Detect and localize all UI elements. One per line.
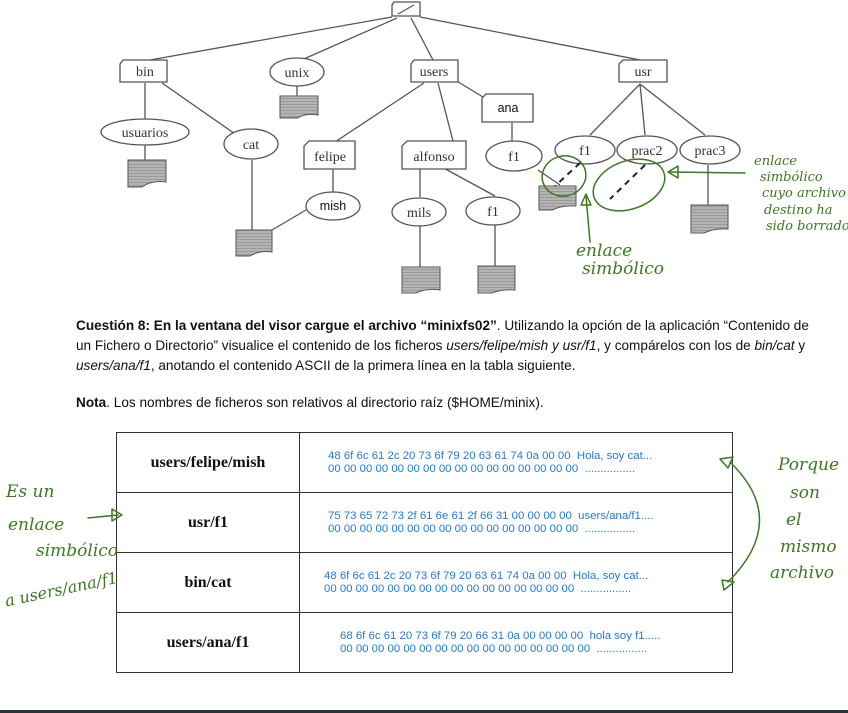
root-directory-node	[391, 1, 421, 17]
filesystem-tree-diagram: bin users usr ana felipe alfonso unix us…	[100, 1, 741, 294]
data-block-usuarios	[127, 159, 167, 188]
svg-text:usr: usr	[634, 65, 651, 80]
table-row: usr/f1 75 73 65 72 73 2f 61 6e 61 2f 66 …	[116, 492, 733, 553]
svg-text:f1: f1	[508, 150, 520, 165]
svg-text:users: users	[420, 65, 449, 80]
inode-node-prac3: prac3	[679, 135, 741, 165]
data-block-prac3	[690, 204, 729, 234]
inode-node-prac2: prac2	[616, 135, 678, 165]
data-blocks	[127, 95, 729, 294]
hex-content-cell: 48 6f 6c 61 2c 20 73 6f 79 20 63 61 74 0…	[299, 432, 733, 493]
svg-text:felipe: felipe	[314, 150, 346, 165]
annotation-left-note: Es un enlace simbólico a users/ana/f1	[3, 482, 123, 610]
data-block-ana-f1	[538, 185, 577, 211]
svg-text:usuarios: usuarios	[122, 126, 169, 141]
data-block-cat	[235, 229, 273, 257]
question-title: Cuestión 8: En la ventana del visor carg…	[76, 318, 497, 333]
svg-text:archivo: archivo	[770, 563, 834, 583]
note-text: Nota. Los nombres de ficheros son relati…	[76, 395, 544, 410]
svg-text:ana: ana	[498, 101, 519, 115]
table-row: bin/cat 48 6f 6c 61 2c 20 73 6f 79 20 63…	[116, 552, 733, 613]
svg-text:prac2: prac2	[631, 144, 662, 159]
svg-text:a users/ana/f1: a users/ana/f1	[3, 568, 119, 610]
annotation-right-note: Porque son el mismo archivo	[719, 455, 839, 591]
dir-node-users: users	[410, 59, 459, 83]
inode-node-mish: mish	[305, 191, 361, 221]
question-text: Cuestión 8: En la ventana del visor carg…	[76, 318, 809, 373]
svg-text:el: el	[786, 510, 802, 530]
svg-text:cat: cat	[243, 138, 259, 153]
inode-node-unix: unix	[269, 57, 325, 87]
data-block-alfonso-f1	[477, 265, 516, 294]
table-row: users/ana/f1 68 6f 6c 61 20 73 6f 79 20 …	[116, 612, 733, 673]
svg-text:alfonso: alfonso	[413, 150, 454, 165]
svg-text:mils: mils	[407, 206, 431, 221]
dir-node-felipe: felipe	[303, 140, 356, 170]
note-label: Nota	[76, 395, 107, 410]
dir-node-alfonso: alfonso	[401, 140, 467, 170]
svg-text:unix: unix	[285, 66, 310, 81]
svg-text:f1: f1	[487, 205, 499, 220]
svg-text:son: son	[790, 483, 820, 503]
inode-node-cat: cat	[223, 128, 279, 160]
svg-text:f1: f1	[579, 144, 591, 159]
file-path-cell: bin/cat	[116, 552, 300, 613]
dir-node-bin: bin	[119, 59, 168, 83]
hex-content-table: users/felipe/mish 48 6f 6c 61 2c 20 73 6…	[116, 432, 733, 673]
inode-node-ana-f1: f1	[485, 140, 543, 172]
svg-text:Porque: Porque	[777, 455, 839, 475]
inode-node-usuarios: usuarios	[100, 118, 190, 146]
bottom-window-edge	[0, 710, 848, 713]
hex-content-cell: 48 6f 6c 61 2c 20 73 6f 79 20 63 61 74 0…	[299, 552, 733, 613]
inode-node-mils: mils	[391, 197, 447, 227]
svg-text:enlace: enlace	[8, 515, 64, 535]
svg-text:prac3: prac3	[694, 144, 725, 159]
table-row: users/felipe/mish 48 6f 6c 61 2c 20 73 6…	[116, 432, 733, 493]
svg-text:mish: mish	[320, 199, 346, 213]
dir-node-ana: ana	[481, 93, 534, 123]
file-path-cell: users/felipe/mish	[116, 432, 300, 493]
svg-text:mismo: mismo	[780, 537, 837, 557]
file-path-cell: users/ana/f1	[116, 612, 300, 673]
svg-text:simbólico: simbólico	[36, 541, 118, 561]
inode-node-usr-f1: f1	[554, 135, 616, 165]
inode-node-alfonso-f1: f1	[465, 196, 521, 226]
svg-text:bin: bin	[136, 65, 154, 80]
data-block-mils	[401, 266, 441, 294]
svg-text:Es un: Es un	[5, 482, 54, 502]
hex-content-cell: 68 6f 6c 61 20 73 6f 79 20 66 31 0a 00 0…	[299, 612, 733, 673]
file-path-cell: usr/f1	[116, 492, 300, 553]
dir-node-usr: usr	[618, 59, 668, 83]
hex-content-cell: 75 73 65 72 73 2f 61 6e 61 2f 66 31 00 0…	[299, 492, 733, 553]
data-block-unix	[279, 95, 319, 119]
